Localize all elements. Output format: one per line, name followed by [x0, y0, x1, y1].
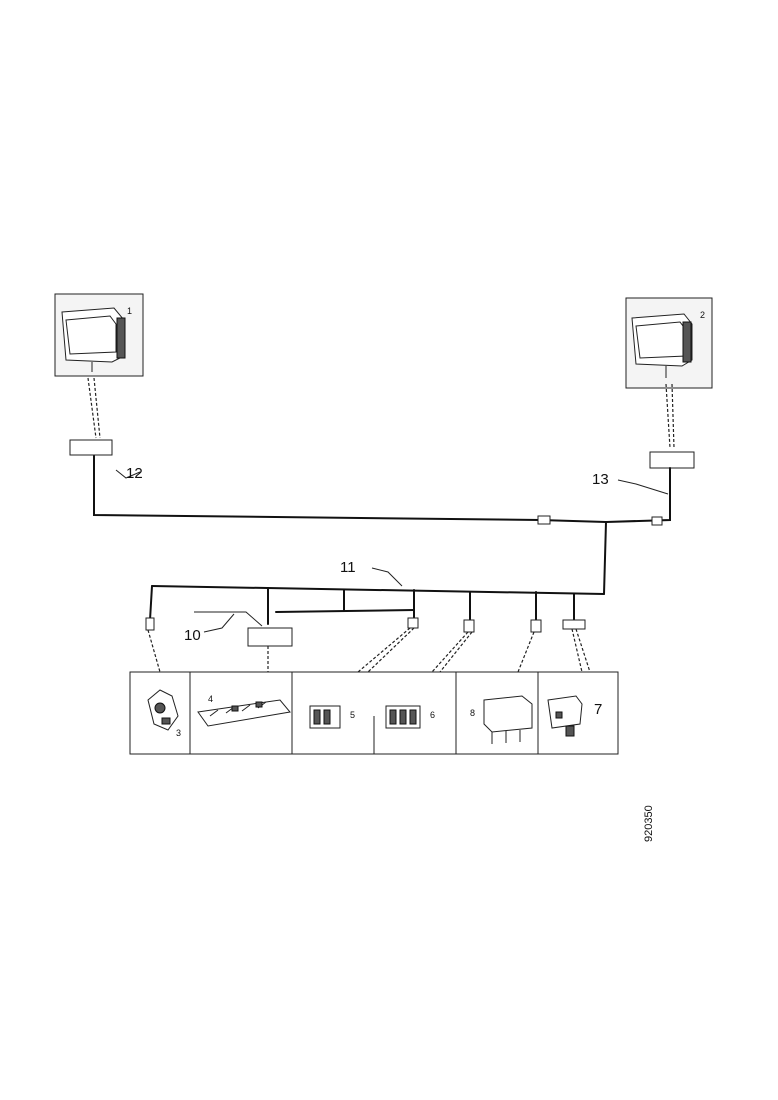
relay-box-10 — [247, 627, 293, 647]
lead-3 — [147, 629, 161, 673]
callout-10: 10 — [184, 627, 201, 644]
right-lamp-group: 2 — [625, 297, 713, 389]
left-lamp-lens — [65, 315, 117, 355]
component-panels: 3 4 5 6 — [129, 671, 619, 755]
callout-1: 1 — [127, 306, 132, 316]
harness-12 — [93, 455, 541, 521]
lead-5a — [357, 627, 411, 673]
lower-harness: 11 10 — [145, 521, 607, 673]
leader-12 — [115, 469, 141, 479]
component-7-switch: 7 — [547, 695, 602, 737]
leader-10 — [203, 613, 235, 633]
reference-number: 920350 — [643, 805, 655, 842]
right-lamp-lead-b — [671, 383, 675, 449]
callout-13: 13 — [592, 471, 609, 488]
callout-8: 8 — [470, 708, 475, 718]
harness-11 — [151, 585, 605, 595]
left-connector-block — [69, 439, 113, 456]
callout-5: 5 — [350, 710, 355, 720]
callout-7: 7 — [594, 701, 602, 718]
branch-6-connector — [407, 617, 419, 629]
upper-harness: 12 13 — [93, 455, 671, 526]
right-lamp-housing — [631, 313, 693, 367]
harness-join — [539, 519, 607, 523]
left-lamp-bracket — [116, 317, 126, 359]
lead-7a — [571, 628, 583, 673]
left-lamp-lead-b — [93, 377, 101, 439]
branch-5-6-feed — [275, 609, 415, 613]
callout-11: 11 — [340, 559, 356, 576]
harness-inline-connector-a — [537, 515, 551, 525]
lead-7b — [575, 628, 591, 673]
lead-6a — [431, 631, 469, 673]
right-lamp-lead-a — [665, 383, 671, 449]
callout-4: 4 — [208, 694, 213, 704]
lead-6b — [439, 631, 473, 673]
harness-drop — [603, 521, 607, 595]
right-lamp-bracket — [682, 321, 692, 363]
lead-8 — [517, 631, 535, 673]
callout-2: 2 — [700, 310, 705, 320]
harness-13 — [605, 467, 671, 523]
right-connector-block — [649, 451, 695, 469]
component-3-switch: 3 — [147, 689, 181, 738]
lead-5b — [367, 627, 415, 673]
left-lamp-group: 1 — [54, 293, 144, 377]
callout-6: 6 — [430, 710, 435, 720]
branch-7a-connector — [530, 619, 542, 633]
branch-3-connector — [145, 617, 155, 631]
leader-11 — [371, 567, 403, 587]
lamp-leads — [69, 377, 695, 469]
component-8-unit: 8 — [470, 695, 533, 744]
branch-8-connector — [463, 619, 475, 633]
branch-3 — [149, 585, 153, 621]
left-lamp-lead-a — [87, 377, 97, 439]
harness-inline-connector-b — [651, 516, 663, 526]
component-4-board: 4 — [197, 694, 291, 727]
wire-10 — [194, 611, 263, 627]
callout-12: 12 — [126, 465, 143, 482]
callout-3: 3 — [176, 728, 181, 738]
component-5-relay: 5 — [309, 705, 355, 729]
branch-7b-connector — [562, 619, 586, 630]
component-6-relay: 6 — [385, 705, 435, 729]
leader-13 — [617, 479, 669, 495]
